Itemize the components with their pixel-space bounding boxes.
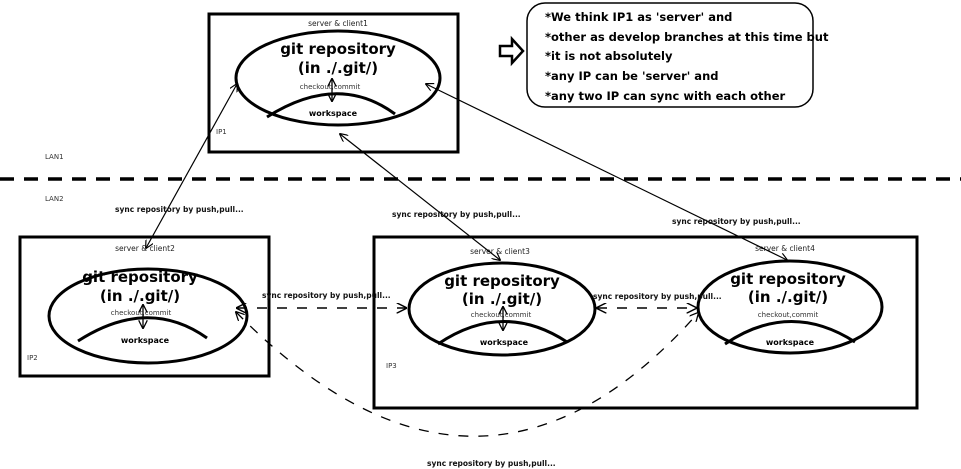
ops-label: checkout,commit (758, 311, 819, 319)
note-line: *any IP can be 'server' and (545, 69, 718, 83)
workspace-label: workspace (766, 338, 815, 347)
node-role: server & client1 (308, 19, 368, 28)
edge-label: sync repository by push,pull... (672, 217, 801, 226)
lan1-label: LAN1 (45, 153, 64, 161)
ip3-box (372, 235, 919, 410)
note-line: *We think IP1 as 'server' and (545, 10, 732, 24)
note-box (526, 2, 814, 108)
right-arrow-icon (498, 35, 525, 67)
repo-title: git repository (82, 268, 198, 286)
workspace-arc (724, 320, 856, 346)
ops-label: checkout,commit (300, 83, 361, 91)
repo-path: (in ./.git/) (748, 288, 828, 306)
lan2-label: LAN2 (45, 195, 64, 203)
node-role: server & client2 (115, 244, 175, 253)
note-line: *it is not absolutely (545, 49, 673, 63)
node-client2: server & client2 git repository (in ./.g… (27, 244, 249, 365)
ip-label: IP2 (27, 354, 38, 362)
ip-label: IP3 (386, 362, 397, 370)
node-role: server & client3 (470, 247, 530, 256)
ops-label: checkout,commit (471, 311, 532, 319)
edge-label: sync repository by push,pull... (115, 205, 244, 214)
ip-label: IP1 (216, 128, 227, 136)
workspace-label: workspace (309, 109, 358, 118)
ops-label: checkout,commit (111, 309, 172, 317)
repo-title: git repository (280, 40, 396, 58)
edge-label: sync repository by push,pull... (427, 459, 556, 468)
workspace-label: workspace (121, 336, 170, 345)
repo-path: (in ./.git/) (462, 290, 542, 308)
node-client3: server & client3 git repository (in ./.g… (386, 247, 597, 370)
node-client4: server & client4 git repository (in ./.g… (696, 244, 884, 355)
node-client1: server & client1 git repository (in ./.g… (216, 19, 442, 136)
workspace-label: workspace (480, 338, 529, 347)
edge-label: sync repository by push,pull... (593, 292, 722, 301)
ip2-box (18, 235, 271, 378)
note-line: *any two IP can sync with each other (545, 89, 786, 103)
repo-ellipse (407, 261, 597, 357)
edge-label: sync repository by push,pull... (392, 210, 521, 219)
note-callout: *We think IP1 as 'server' and *other as … (498, 2, 829, 108)
edge-label: sync repository by push,pull... (262, 291, 391, 300)
edge-client1-client2 (146, 84, 237, 248)
edge-client2-client4 (236, 312, 698, 437)
repo-ellipse (696, 259, 884, 355)
repo-path: (in ./.git/) (298, 59, 378, 77)
repo-ellipse (234, 29, 442, 127)
edge-client1-client4 (426, 84, 787, 260)
note-line: *other as develop branches at this time … (545, 30, 829, 44)
repo-title: git repository (444, 272, 560, 290)
repo-title: git repository (730, 270, 846, 288)
repo-path: (in ./.git/) (100, 287, 180, 305)
